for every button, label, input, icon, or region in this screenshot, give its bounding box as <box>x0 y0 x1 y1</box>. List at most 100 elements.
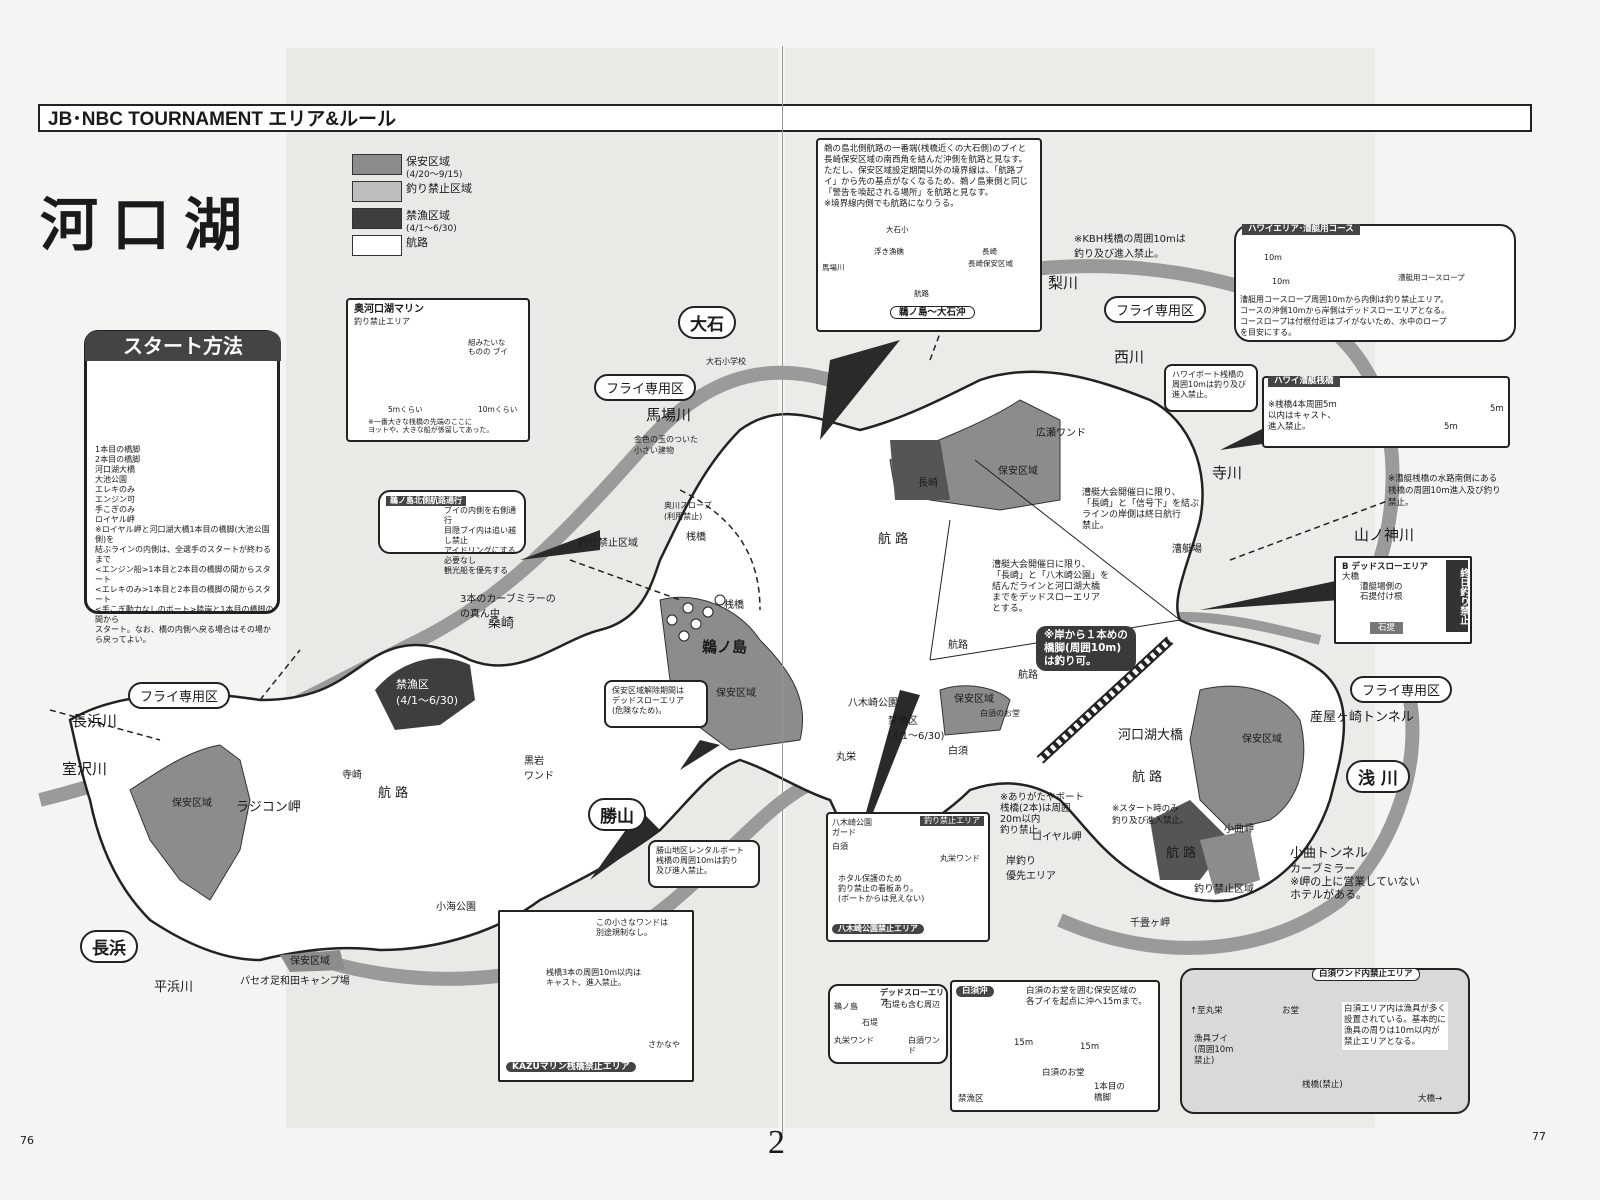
inset-label: 航路 <box>914 289 929 298</box>
place-nagahama: 長浜 <box>80 930 138 963</box>
shirasu-oki-line: 各ブイを起点に沖へ15mまで。 <box>1026 997 1147 1007</box>
label-shrine: 金色の玉のついた 小さい建物 <box>634 435 698 455</box>
label-hoan-4: 保安区域 <box>1242 734 1282 745</box>
yagisaki-box: 八木崎公園 ガード 釣り禁止エリア 丸栄ワンド 白須 ホタル保護のため 釣り禁止… <box>826 812 990 942</box>
shirasu-oki-label: 禁漁区 <box>958 1094 984 1104</box>
kazu-note-2: 桟橋3本の周囲10m以内は キャスト、進入禁止。 <box>546 968 641 988</box>
okumarine-box: 奥河口湖マリン 釣り禁止エリア 組みたいな ものの ブイ 5mくらい 10mくら… <box>346 298 530 442</box>
unoshima-route-line: ブイの内側を右側通行 <box>444 506 516 525</box>
deadslow-small-label: 石堤 <box>862 1018 878 1027</box>
start-method-box: スタート方法 1本目の橋脚 2本目の橋脚 河口湖大橋 大池公園 エレキのみ エン… <box>84 330 281 644</box>
hawaii-course-title: ハワイエリア･漕艇用コース <box>1242 224 1360 235</box>
okumarine-note: ものの ブイ <box>468 347 508 356</box>
label-radicon: ラジコン岬 <box>236 800 301 815</box>
label-hoan-6: 保安区域 <box>290 956 330 967</box>
label-unoshima: 鵜ノ島 <box>702 638 748 656</box>
label-nishikawa: 西川 <box>1114 348 1145 366</box>
lake-title: 河口湖 <box>40 191 257 259</box>
label-kogane: 小曲岬 <box>1224 824 1254 835</box>
shirasu-wand-label: ↑至丸栄 <box>1190 1006 1223 1016</box>
kazu-line: この小さなワンドは <box>596 918 668 927</box>
deadslow-label: 漕艇場側の <box>1360 582 1403 592</box>
okumarine-footnote: ※一番大きな桟橋の先端のここに ヨットや、大きな船が係留してあった。 <box>368 418 493 434</box>
label-oishi-school: 大石小学校 <box>706 357 746 366</box>
route-dash-4 <box>259 649 301 701</box>
inset-caption: 鵜ノ島〜大石沖 <box>890 306 975 319</box>
kazu-note-1: この小さなワンドは 別途規制なし。 <box>596 918 668 938</box>
label-kuroiwa: 黒岩 ワンド <box>524 756 554 782</box>
shirasu-wand-label: (周囲10m <box>1194 1045 1234 1055</box>
hawaii-dim: 10m <box>1272 277 1290 286</box>
note-hawaii-boat: ハワイボート桟橋の 周囲10mは釣り及び 進入禁止。 <box>1164 364 1258 412</box>
label-kouro-6: 航路 <box>1018 670 1038 681</box>
yagisaki-title: 八木崎公園禁止エリア <box>832 924 924 934</box>
yagisaki-label: ガード <box>832 828 856 837</box>
label-koutei: 漕艇場 <box>1172 544 1202 555</box>
label-kinryo-2: 禁漁区 (4/1〜6/30) <box>888 716 945 742</box>
shirasu-wand-label: 禁止) <box>1194 1056 1215 1066</box>
place-katsuyama: 勝山 <box>588 798 646 831</box>
shirasu-oki-label: 白須のお堂 <box>1042 1068 1085 1078</box>
shirasu-wand-line: 設置されている。基本的に <box>1344 1015 1446 1025</box>
buoy-chain <box>666 594 726 642</box>
shirasu-wand-note: 白須エリア内は漁具が多く 設置されている。基本的に 漁具の周りは10m以内が 禁… <box>1342 1002 1449 1050</box>
start-line: エレキのみ <box>95 485 135 494</box>
legend-sub: (4/1〜6/30) <box>406 224 457 234</box>
deadslow-label: 石提 <box>1370 622 1404 634</box>
shirasu-oki-label: 橋脚 <box>1094 1093 1112 1103</box>
note-start-only: ※スタート時のみ 釣り及び進入禁止。 <box>1112 804 1189 826</box>
route-dash-3 <box>49 709 161 741</box>
label-senjo: 千畳ヶ岬 <box>1130 918 1170 929</box>
legend-label: 航路 <box>406 236 428 249</box>
page-header: JB･NBC TOURNAMENT エリア&ルール <box>38 104 1532 132</box>
note-koutei-south: ※漕艇桟橋の水路南側にある 桟橋の周囲10m進入及び釣り 禁止。 <box>1388 474 1501 508</box>
shirasu-wand-label: 漁具ブイ <box>1194 1034 1229 1044</box>
label-shirasu-odo: 白須のお堂 <box>980 709 1020 718</box>
start-line: 結ぶラインの内側は、全選手のスタートが終わるまで <box>95 545 271 564</box>
hawaii-pier-dim: 5m <box>1444 422 1458 432</box>
shirasu-wand-label: お堂 <box>1282 1006 1300 1016</box>
okumarine-legend: 釣り禁止エリア <box>354 317 410 326</box>
callout-line: イ」から先の基点がなくなるため、鵜ノ島東側と同じ <box>824 177 1029 187</box>
shirasu-wand-box: 白須ワンド内禁止エリア 白須エリア内は漁具が多く 設置されている。基本的に 漁具… <box>1180 968 1470 1114</box>
hawaii-dim: 10m <box>1264 253 1282 262</box>
callout-line: ※境界線内側でも航路になりうる。 <box>824 199 959 209</box>
hawaii-course-box: ハワイエリア･漕艇用コース 10m 10m 漕艇用コースロープ 漕艇用コースロー… <box>1234 224 1516 342</box>
label-koumi: 小海公園 <box>436 902 476 913</box>
label-hirose: 広瀬ワンド <box>1036 428 1086 439</box>
hawaii-note-line: 漕艇用コースロープ周囲10mから内側は釣り禁止エリア。 <box>1240 295 1449 304</box>
legend-label: 釣り禁止区域 <box>406 182 472 195</box>
unoshima-route-line: アイドリングにする必要なし <box>444 546 516 565</box>
line-a <box>974 459 1181 621</box>
label-nagahamagawa: 長浜川 <box>72 712 118 730</box>
start-line: 河口湖大橋 <box>95 465 135 474</box>
unoshima-route-line: 観光船を優先する <box>444 566 508 575</box>
label-hirahamagawa: 平浜川 <box>154 980 194 995</box>
kazu-line: 別途規制なし。 <box>596 928 652 937</box>
road-southeast <box>1057 698 1420 955</box>
label-royal: ロイヤル岬 <box>1032 832 1082 843</box>
hawaii-pier-line: 進入禁止。 <box>1268 422 1311 432</box>
shirasu-oki-note: 白須のお堂を囲む保安区域の 各ブイを起点に沖へ15mまで。 <box>1026 986 1147 1008</box>
hawaii-course-note: 漕艇用コースロープ周囲10mから内側は釣り禁止エリア。 コースの沖側10mから岸… <box>1240 294 1449 338</box>
label-yamanokami: 山ノ神川 <box>1354 526 1415 544</box>
inset-label: 大石小 <box>886 225 909 234</box>
label-ohashi: 河口湖大橋 <box>1118 728 1184 743</box>
page-number-right: 77 <box>1532 1130 1546 1143</box>
yagisaki-label: 丸栄ワンド <box>940 854 980 863</box>
start-line: スタート。なお、橋の内側へ戻る場合はその場から戻ってよい。 <box>95 625 271 644</box>
top-callout-box: 鵜の島北側航路の一番端(桟橋近くの大石側)のブイと 長崎保安区域の南西角を結んだ… <box>816 138 1042 332</box>
inset-label: 長崎保安区域 <box>968 259 1013 268</box>
okumarine-note: ※一番大きな桟橋の先端のここに <box>368 418 472 426</box>
zone-safety-west <box>129 744 251 901</box>
label-hoan-5: 保安区域 <box>954 694 994 705</box>
legend-label: 禁漁区域 <box>406 209 450 222</box>
hawaii-pier-line: ※桟橋4本周囲5m <box>1268 400 1337 410</box>
legend-swatch-closed <box>352 208 402 229</box>
deadslow-small-title: デッドスローエリア <box>880 988 944 1007</box>
yagisaki-note-line: (ボートからは見えない) <box>838 894 925 903</box>
label-babagawa: 馬場川 <box>646 406 692 424</box>
legend-swatch-nofishing <box>352 181 402 202</box>
fly-zone-1: フライ専用区 <box>594 374 697 401</box>
fly-zone-4: フライ専用区 <box>1350 676 1453 703</box>
